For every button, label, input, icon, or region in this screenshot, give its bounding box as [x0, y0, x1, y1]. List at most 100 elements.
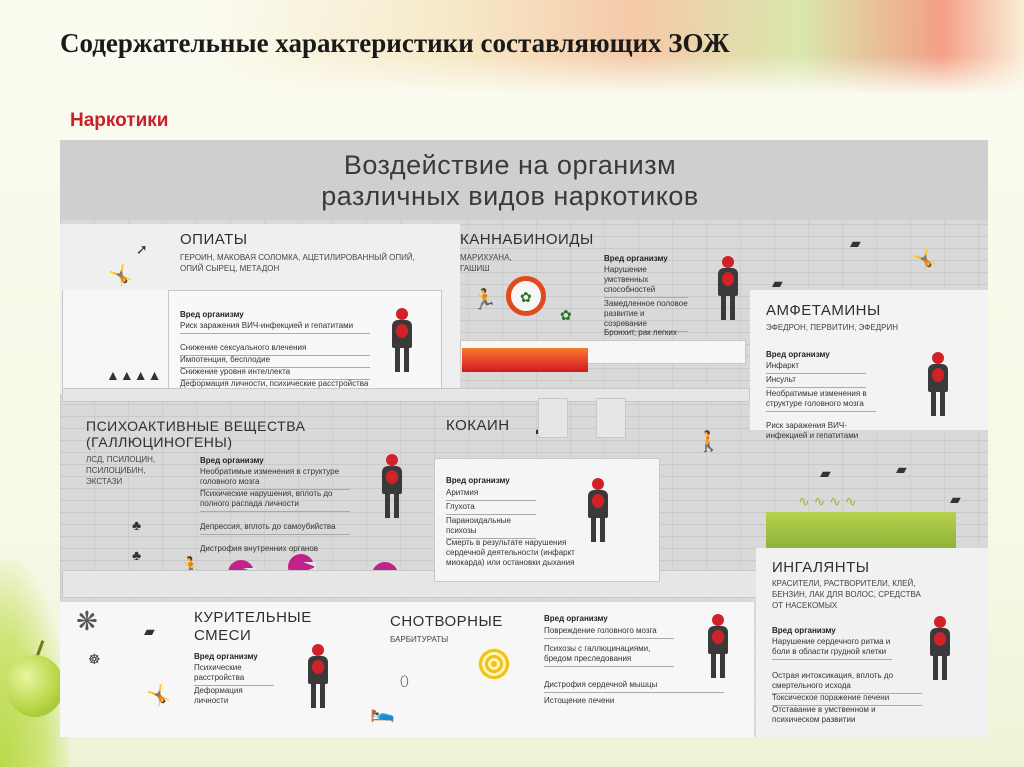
- mushroom-icon-2: ♣: [132, 547, 142, 563]
- row1-floor: [62, 388, 750, 402]
- sleeping-pills-harm-1: Повреждение головного мозга: [544, 626, 674, 639]
- cannabinoids-examples: МАРИХУАНА, ГАШИШ: [460, 253, 512, 273]
- sleeping-pills-examples: БАРБИТУРАТЫ: [390, 635, 449, 644]
- hallucinogens-harm-1: Необратимые изменения в структуре головн…: [200, 467, 350, 490]
- hallucinogens-body-figure: [378, 454, 406, 518]
- fumes-icon: ∿ ∿ ∿ ∿: [798, 493, 857, 509]
- inhalants-examples: КРАСИТЕЛИ, РАСТВОРИТЕЛИ, КЛЕЙ, БЕНЗИН, Л…: [772, 579, 921, 610]
- cocaine-panel: [434, 458, 660, 582]
- amphetamines-panel: [750, 290, 988, 430]
- inhalants-harm-label: Вред организму: [772, 626, 836, 635]
- sleeping-pills-harm-label: Вред организму: [544, 614, 608, 623]
- cannabinoids-harm-label: Вред организму: [604, 254, 668, 263]
- spray-can-icon: ▰: [820, 465, 831, 481]
- cannabinoids-harm-2: Замедленное половое развитие и созревани…: [604, 299, 688, 332]
- amphetamines-jumping-person-icon: 🤸: [912, 249, 937, 271]
- cocaine-harm-1: Аритмия: [446, 488, 536, 501]
- opiates-harm-4: Снижение уровня интеллекта: [180, 367, 370, 380]
- hallucinogens-examples: ЛСД, ПСИЛОЦИН, ПСИЛОЦИБИН, ЭКСТАЗИ: [86, 455, 156, 486]
- cannabinoids-title: КАННАБИНОИДЫ: [460, 231, 594, 248]
- cocaine-body-figure: [584, 478, 612, 542]
- poster-title-line-1: Воздействие на организм: [343, 150, 677, 180]
- sleeping-pills-body-figure: [704, 614, 732, 678]
- smoking-mixes-title-line-2: СМЕСИ: [194, 627, 252, 644]
- opiates-harm-5: Деформация личности, психические расстро…: [180, 379, 369, 388]
- cannabinoids-harm-1: Нарушение умственных способностей: [604, 265, 688, 298]
- slide-title: Содержательные характеристики составляющ…: [60, 28, 730, 58]
- opiates-syringe-icon: ➚: [136, 241, 148, 257]
- opiates-harm-1: Риск заражения ВИЧ-инфекцией и гепатитам…: [180, 321, 370, 334]
- sleeping-pills-harm-3: Дистрофия сердечной мышцы: [544, 680, 724, 693]
- hallucinogens-harm-2: Психические нарушения, вплоть до полного…: [200, 489, 350, 512]
- glue-tube-icon: ▰: [896, 461, 907, 477]
- amphetamines-harm-label: Вред организму: [766, 350, 830, 359]
- opiates-falling-person-icon: 🤸: [108, 265, 133, 287]
- cocaine-walking-person-icon: 🚶: [696, 431, 721, 453]
- opiates-harm-2: Снижение сексуального влечения: [180, 343, 370, 356]
- hallucinogens-title-line-2: (ГАЛЛЮЦИНОГЕНЫ): [86, 434, 233, 450]
- opiates-title: ОПИАТЫ: [180, 231, 248, 248]
- poster-header: Воздействие на организм различных видов …: [60, 140, 988, 220]
- poster-title: Воздействие на организм различных видов …: [210, 150, 810, 212]
- opiates-examples: ГЕРОИН, МАКОВАЯ СОЛОМКА, АЦЕТИЛИРОВАННЫЙ…: [180, 253, 415, 273]
- cannabinoids-harm-3: Бронхит, рак легких: [604, 328, 677, 337]
- amphetamines-harm-2: Инсульт: [766, 375, 866, 388]
- bottom-panel: [60, 602, 754, 737]
- hypnotic-spiral-icon: [478, 648, 510, 680]
- cannabis-leaf-icon: ✿: [520, 289, 532, 305]
- amphetamines-harm-3: Необратимые изменения в структуре головн…: [766, 389, 876, 412]
- spider-web-icon: ❋: [76, 606, 98, 636]
- sleeping-pills-harm-4: Истощение печени: [544, 696, 615, 705]
- smoking-mixes-title-line-1: КУРИТЕЛЬНЫЕ: [194, 609, 312, 626]
- hallucinogens-harm-4: Дистрофия внутренних органов: [200, 544, 319, 553]
- fire-ring-icon: [506, 276, 546, 316]
- pill-icon: ⬯: [400, 673, 409, 689]
- opiates-pit: [62, 290, 170, 390]
- inhalants-harm-3: Токсическое поражение печени: [772, 693, 922, 706]
- hallucinogens-title-line-1: ПСИХОАКТИВНЫЕ ВЕЩЕСТВА: [86, 418, 306, 434]
- opiates-spikes-icon: ▲▲▲▲: [106, 367, 162, 383]
- cannabinoids-body-figure: [714, 256, 742, 320]
- opiates-harm-label: Вред организму: [180, 310, 244, 319]
- inhalants-harm-4: Отставание в умственном и психическом ра…: [772, 705, 876, 724]
- amphetamines-body-figure: [924, 352, 952, 416]
- section-label: Наркотики: [70, 110, 169, 131]
- hallucinogens-harm-3: Депрессия, вплоть до самоубийства: [200, 522, 350, 535]
- cigarette-icon: ▰: [144, 623, 155, 639]
- mushroom-icon-1: ♣: [132, 517, 142, 533]
- drug-effects-poster: Воздействие на организм различных видов …: [60, 140, 988, 737]
- amphetamines-harm-1: Инфаркт: [766, 361, 866, 374]
- cannabinoids-running-person-icon: 🏃: [472, 289, 497, 311]
- poster-title-line-2: различных видов наркотиков: [321, 181, 699, 211]
- amphetamines-title: АМФЕТАМИНЫ: [766, 302, 881, 319]
- amphetamines-pill-2-icon: ▰: [772, 275, 783, 291]
- smoking-mixes-harm-label: Вред организму: [194, 652, 258, 661]
- smoking-mixes-harm-1: Психические расстройства: [194, 663, 274, 686]
- cocaine-pillar-left: [538, 398, 568, 438]
- spider-icon: ☸: [88, 651, 101, 667]
- cocaine-title: КОКАИН: [446, 417, 510, 434]
- sleeping-pills-title: СНОТВОРНЫЕ: [390, 613, 503, 630]
- cocaine-harm-3: Параноидальные психозы: [446, 516, 536, 539]
- inhalants-title: ИНГАЛЯНТЫ: [772, 559, 870, 576]
- amphetamines-examples: ЭФЕДРОН, ПЕРВИТИН, ЭФЕДРИН: [766, 323, 899, 332]
- inhalants-harm-1: Нарушение сердечного ритма и боли в обла…: [772, 637, 892, 660]
- smoking-mixes-person-icon: 🤸: [146, 685, 171, 707]
- amphetamines-harm-4: Риск заражения ВИЧ- инфекцией и гепатита…: [766, 421, 859, 440]
- opiates-harm-3: Импотенция, бесплодие: [180, 355, 370, 368]
- fire-pit: [462, 348, 588, 372]
- opiates-body-figure: [388, 308, 416, 372]
- inhalants-body-figure: [926, 616, 954, 680]
- inhalants-harm-2: Острая интоксикация, вплоть до смертельн…: [772, 671, 922, 694]
- sleeping-pills-lying-person-icon: 🛌: [370, 701, 395, 723]
- cocaine-harm-2: Глухота: [446, 502, 536, 515]
- cocaine-pillar-right: [596, 398, 626, 438]
- toxic-goo-pool: [766, 512, 956, 548]
- smoking-mixes-harm-2: Деформация личности: [194, 686, 243, 705]
- sleeping-pills-harm-2: Психозы с галлюцинациями, бредом преслед…: [544, 644, 674, 667]
- cannabis-leaf-small-icon: ✿: [560, 307, 572, 323]
- solvent-bottle-icon: ▰: [950, 491, 961, 507]
- cocaine-harm-4: Смерть в результате нарушения сердечной …: [446, 538, 575, 567]
- cocaine-harm-label: Вред организму: [446, 476, 510, 485]
- hallucinogens-harm-label: Вред организму: [200, 456, 264, 465]
